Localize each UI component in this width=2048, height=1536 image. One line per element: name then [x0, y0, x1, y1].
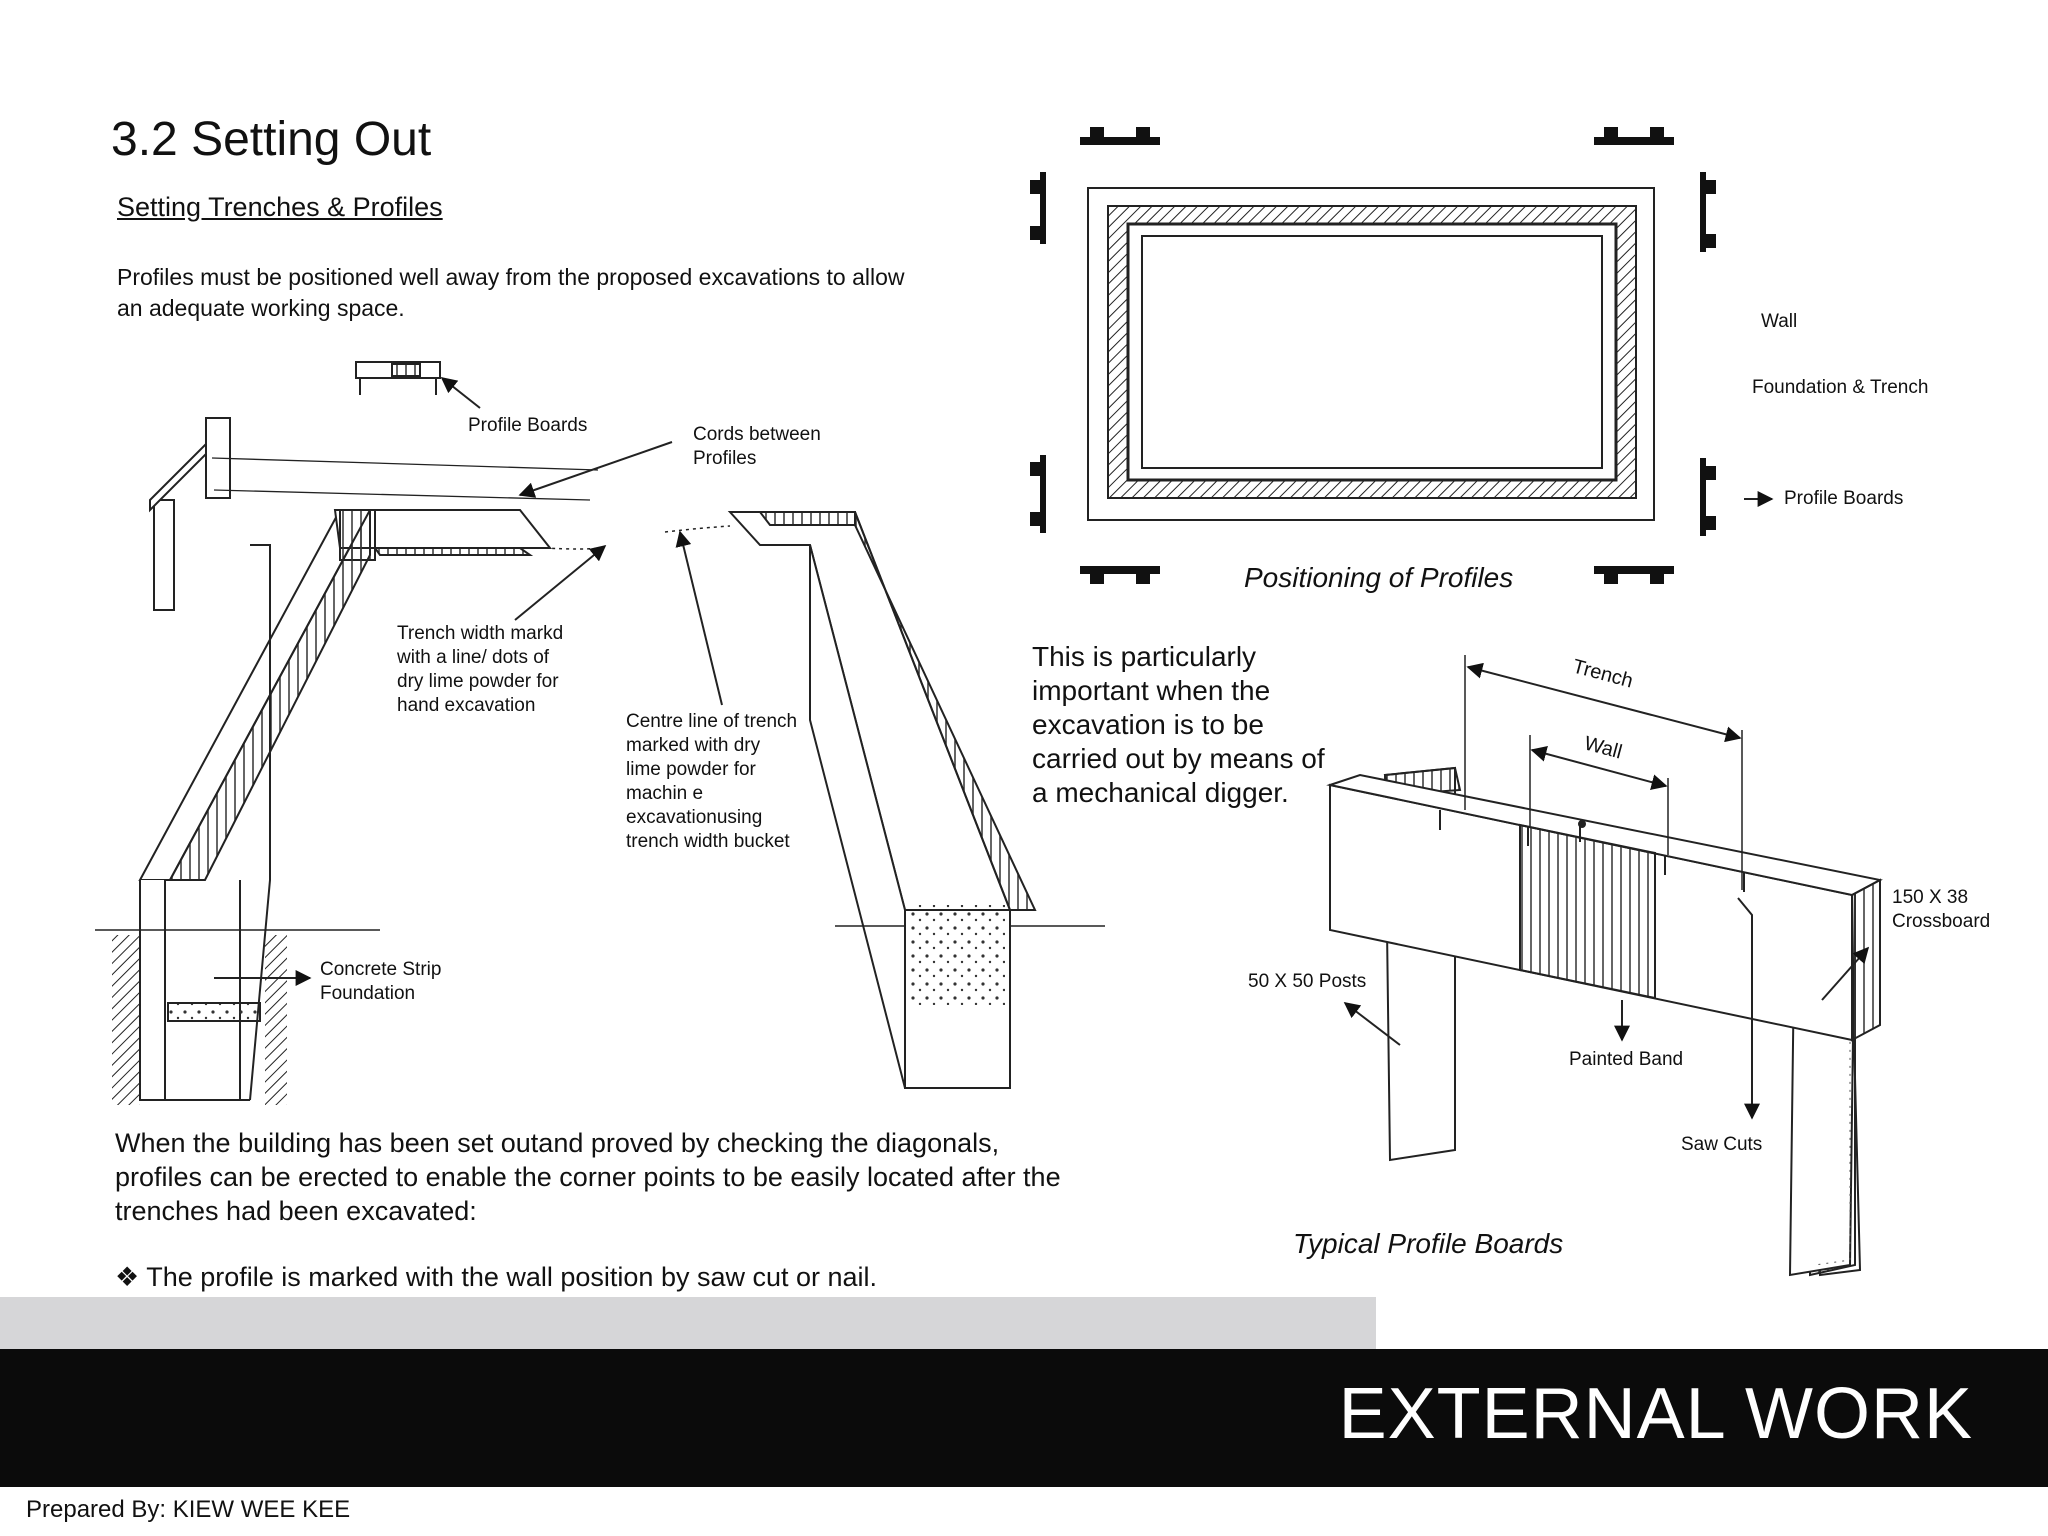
label-crossboard: 150 X 38 Crossboard [1892, 887, 1991, 932]
label-cords: Cords between Profiles [693, 424, 821, 469]
footer-title: EXTERNAL WORK [1338, 1374, 1973, 1454]
trench-drawing [95, 361, 1105, 1105]
body-paragraph: When the building has been set outand pr… [115, 1128, 1061, 1226]
label-posts: 50 X 50 Posts [1248, 971, 1367, 992]
label-trench-width: Trench width markd with a line/ dots of … [397, 623, 564, 716]
label-foundation-trench: Foundation & Trench [1752, 377, 1929, 398]
caption-positioning: Positioning of Profiles [1244, 562, 1514, 593]
label-plan-profile-boards: Profile Boards [1784, 488, 1904, 509]
label-saw-cuts: Saw Cuts [1681, 1134, 1763, 1155]
label-painted-band: Painted Band [1569, 1049, 1684, 1070]
profile-board-drawing [1326, 655, 1883, 1277]
intro-text: Profiles must be positioned well away fr… [117, 264, 905, 321]
label-wall: Wall [1761, 311, 1798, 332]
footer-bar: EXTERNAL WORK [0, 1349, 2048, 1487]
label-centre-line: Centre line of trench marked with dry li… [626, 711, 798, 852]
plan-drawing [1030, 127, 1774, 584]
section-title: 3.2 Setting Out [111, 113, 432, 166]
caption-typical-boards: Typical Profile Boards [1293, 1228, 1564, 1259]
subtitle: Setting Trenches & Profiles [117, 192, 443, 222]
label-profile-boards: Profile Boards [468, 415, 588, 436]
prepared-by: Prepared By: KIEW WEE KEE [26, 1496, 351, 1523]
note-mechanical-digger: This is particularly important when the … [1032, 641, 1325, 808]
label-concrete-strip: Concrete Strip Foundation [320, 959, 442, 1004]
body-bullet: ❖ The profile is marked with the wall po… [115, 1262, 878, 1292]
gray-band [0, 1297, 1376, 1349]
